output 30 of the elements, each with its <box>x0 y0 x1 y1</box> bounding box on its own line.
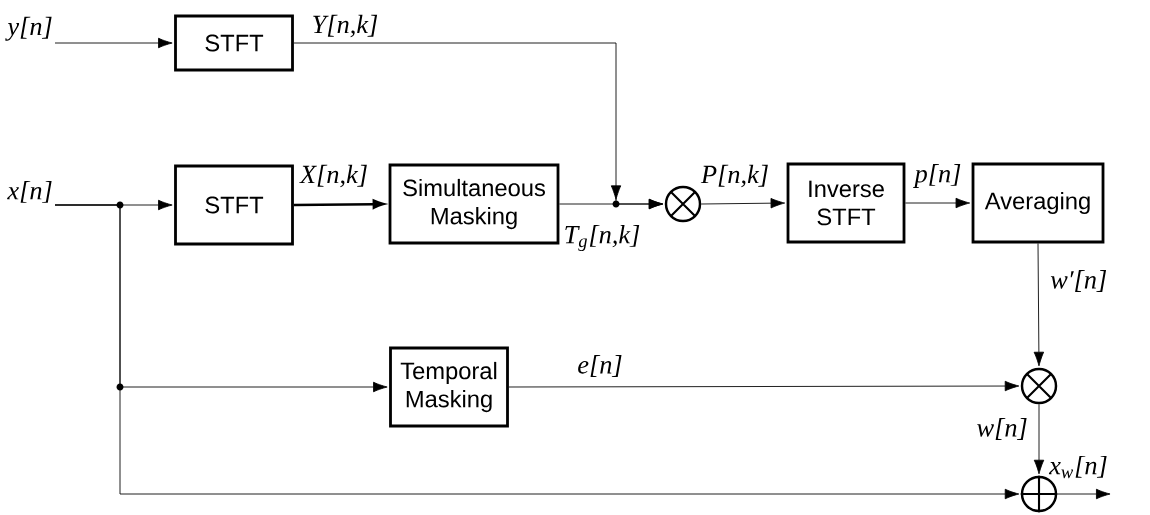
arrow <box>1033 242 1045 367</box>
edge-label: Y[n,k] <box>313 14 378 38</box>
edge-label: w[n] <box>977 418 1027 440</box>
signal-label: y[n] <box>5 16 52 41</box>
process-box: Simultaneous Masking <box>388 163 560 245</box>
edge-label: e[n] <box>578 355 622 377</box>
process-box: STFT <box>174 164 294 246</box>
edge-label: w′[n] <box>1050 270 1107 292</box>
process-box: STFT <box>174 14 294 72</box>
arrow <box>508 380 1020 392</box>
arrow <box>558 198 664 210</box>
arrow <box>1056 488 1111 500</box>
arrow <box>1033 403 1045 475</box>
edge-label: X[n,k] <box>299 164 367 188</box>
process-box: Inverse STFT <box>786 162 906 244</box>
arrow <box>54 37 173 49</box>
adder-symbol <box>1019 474 1059 514</box>
process-box: Temporal Masking <box>389 346 509 428</box>
edge-label: x$_{w}$[n] <box>1048 455 1107 479</box>
process-box: Averaging <box>971 162 1105 244</box>
multiplier-symbol <box>664 185 702 223</box>
edge-label: p[n] <box>913 164 961 188</box>
multiplier-symbol <box>1020 367 1058 405</box>
signal-label: x[n] <box>7 181 52 203</box>
arrow <box>700 198 786 209</box>
edge-label: P[n,k] <box>700 164 768 188</box>
arrow <box>904 197 971 209</box>
edge-label: T$_{g}$[n,k] <box>565 225 640 251</box>
arrow <box>293 199 385 209</box>
arrow <box>54 204 1020 500</box>
